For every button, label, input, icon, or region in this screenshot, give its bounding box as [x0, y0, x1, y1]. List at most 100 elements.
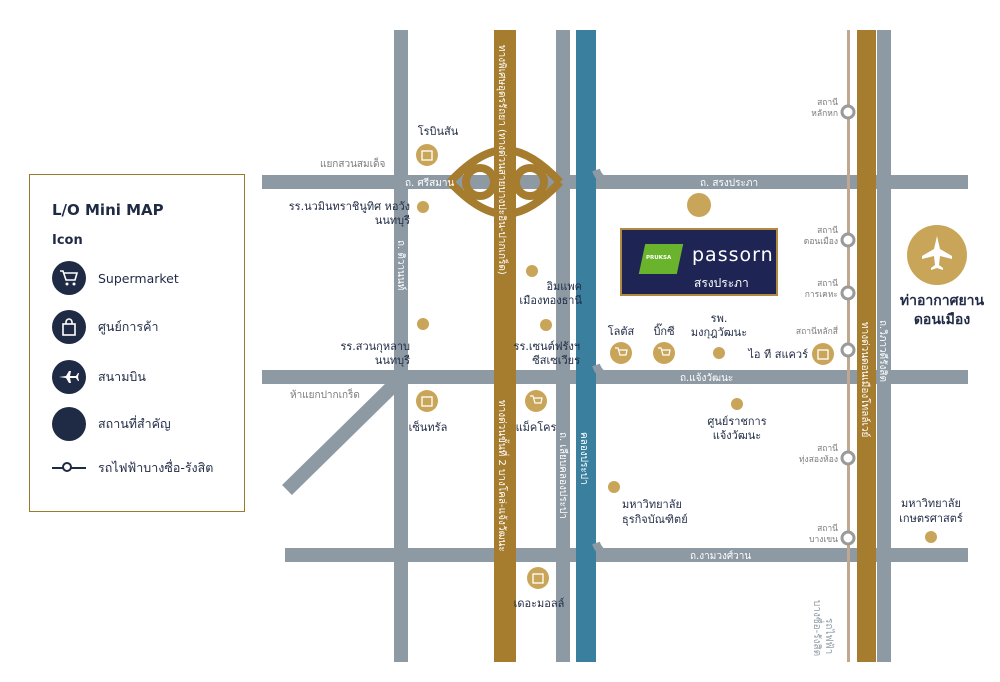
- svg-text:โลตัส: โลตัส: [608, 324, 635, 338]
- legend-item-airport: สนามบิน: [52, 360, 146, 394]
- interchange: [447, 145, 563, 219]
- landmark-dot-icon: [925, 531, 937, 543]
- svg-text:โรบินสัน: โรบินสัน: [418, 124, 459, 138]
- road-vibhavadi: [877, 30, 891, 662]
- legend-item-rail: รถไฟฟ้าบางซื่อ-รังสิต: [52, 451, 213, 485]
- landmark-dot-icon: [526, 265, 538, 277]
- road-label-expressway1: ทางพิเศษอุดรรัถยา (ทางด่วนสายบางปะอิน-ปา…: [496, 45, 510, 275]
- svg-text:รพ.: รพ.: [711, 312, 728, 325]
- svg-text:ทุ่งสองห้อง: ทุ่งสองห้อง: [799, 454, 838, 465]
- road-label-tiwanon: ถ. ติวานนท์: [395, 240, 407, 290]
- project-location-pin: [687, 193, 711, 217]
- svg-text:รร.สวนกุหลาบ: รร.สวนกุหลาบ: [340, 340, 410, 353]
- place-markers: [416, 144, 967, 589]
- shopping-bag-icon: [416, 390, 438, 412]
- road-label-canal: คลองประปา: [578, 432, 589, 485]
- station-markers: [840, 104, 856, 546]
- svg-text:ไอ ที สแควร์: ไอ ที สแควร์: [747, 348, 808, 361]
- station-lak-si: [840, 342, 856, 358]
- station-bang-khen: [840, 530, 856, 546]
- svg-text:สถานี: สถานี: [817, 523, 838, 534]
- airport-label: ท่าอากาศยาน ดอนเมือง: [899, 293, 985, 328]
- svg-text:เกษตรศาสตร์: เกษตรศาสตร์: [899, 512, 963, 525]
- junction-suan-somdet: แยกสวนสมเด็จ: [320, 156, 386, 170]
- expressway-udon-ratthaya: [494, 30, 516, 662]
- rail-label-2: บางซื่อ-รังสิต: [811, 600, 825, 656]
- station-don-mueang: [840, 232, 856, 248]
- station-thung-song-hong: [840, 450, 856, 466]
- place-labels: โรบินสัน รร.นวมินทราชินูทิศ หอวัง นนทบุร…: [289, 124, 963, 610]
- road-label-leab-khlong: ถ. เลียบคลองประปา: [557, 432, 569, 519]
- road-label-expressway2: ทางด่วนขั้นที่ 2 บางโคล่-แจ้งวัฒนะ: [496, 400, 510, 552]
- svg-text:แจ้งวัฒนะ: แจ้งวัฒนะ: [713, 429, 761, 442]
- station-labels: สถานี หลักหก สถานี ดอนเมือง สถานี การเคห…: [796, 97, 839, 545]
- station-lak-hok: [840, 104, 856, 120]
- landmark-dot-icon: [608, 481, 620, 493]
- svg-text:สถานี: สถานี: [817, 278, 838, 289]
- shopping-bag-icon: [812, 343, 834, 365]
- svg-text:ซีสเซเวียร: ซีสเซเวียร: [532, 354, 580, 367]
- road-sri-saman: [262, 175, 968, 189]
- legend-subtitle: Icon: [52, 233, 83, 248]
- shopping-cart-icon: [525, 390, 547, 412]
- svg-text:อิมแพค: อิมแพค: [546, 280, 582, 293]
- shopping-cart-icon: [653, 342, 675, 364]
- svg-text:มงกุฎวัฒนะ: มงกุฎวัฒนะ: [691, 326, 747, 339]
- svg-text:มหาวิทยาลัย: มหาวิทยาลัย: [622, 498, 682, 511]
- rail-line-icon: [52, 461, 86, 475]
- landmark-dot-icon: [540, 319, 552, 331]
- legend-title: L/O Mini MAP: [52, 201, 164, 219]
- svg-text:บางเขน: บางเขน: [809, 535, 838, 545]
- svg-text:ดอนเมือง: ดอนเมือง: [804, 236, 838, 247]
- project-name: passorn: [692, 244, 774, 266]
- station-kan-kheha: [840, 285, 856, 301]
- legend-panel: L/O Mini MAP Icon Supermarket ศูนย์การค้…: [29, 174, 245, 512]
- project-badge: PRUKSA passorn สรงประภา: [620, 228, 778, 296]
- airplane-icon: [52, 360, 86, 394]
- svg-text:เดอะมอลล์: เดอะมอลล์: [514, 597, 565, 610]
- road-label-vibhavadi: ถ.วิภาวดีรังสิต: [877, 320, 889, 382]
- svg-text:รร.นวมินทราชินูทิศ หอวัง: รร.นวมินทราชินูทิศ หอวัง: [289, 200, 410, 213]
- svg-text:สถานีหลักสี่: สถานีหลักสี่: [796, 325, 839, 337]
- svg-text:รร.เซนต์ฟรังฯ: รร.เซนต์ฟรังฯ: [514, 340, 580, 353]
- svg-text:มหาวิทยาลัย: มหาวิทยาลัย: [901, 497, 961, 510]
- landmark-dot-icon: [417, 318, 429, 330]
- svg-text:แม็คโคร: แม็คโคร: [516, 420, 557, 434]
- road-chaengwattana: [262, 370, 968, 384]
- svg-text:นนทบุรี: นนทบุรี: [375, 354, 410, 367]
- rail-label-1: รถไฟฟ้า: [823, 618, 835, 654]
- shopping-cart-icon: [610, 342, 632, 364]
- landmark-dot-icon: [417, 201, 429, 213]
- road-ngamwongwan: [285, 548, 968, 562]
- shopping-bag-icon: [52, 310, 86, 344]
- landmark-dot-icon: [731, 398, 743, 410]
- svg-text:ธุรกิจบัณฑิตย์: ธุรกิจบัณฑิตย์: [622, 513, 688, 526]
- pruksa-logo-text: PRUKSA: [646, 255, 672, 261]
- svg-text:การเคหะ: การเคหะ: [805, 290, 838, 300]
- landmark-dot-icon: [52, 407, 86, 441]
- svg-text:เมืองทองธานี: เมืองทองธานี: [519, 294, 582, 307]
- road-tiwanon: [394, 30, 408, 662]
- road-label-tollway: ทางด่วนดอนเมืองโทลล์เวย์: [859, 322, 872, 437]
- legend-item-landmark: สถานที่สำคัญ: [52, 407, 171, 441]
- road-pak-kret-diagonal: [282, 372, 407, 495]
- road-label-chaengwattana: ถ.แจ้งวัฒนะ: [680, 372, 733, 384]
- shopping-cart-icon: [52, 261, 86, 295]
- canal-prapa: [576, 30, 596, 662]
- road-label-ngamwongwan: ถ.งามวงศ์วาน: [690, 550, 751, 562]
- svg-text:สถานี: สถานี: [817, 97, 838, 108]
- road-label-song-prapa: ถ. สรงประภา: [700, 178, 758, 189]
- junction-pak-kret: ห้าแยกปากเกร็ด: [290, 387, 360, 401]
- road-label-sri-saman: ถ. ศรีสมาน: [405, 177, 454, 189]
- shopping-bag-icon: [416, 144, 438, 166]
- svg-text:หลักหก: หลักหก: [811, 109, 838, 119]
- svg-text:สถานี: สถานี: [817, 443, 838, 454]
- legend-item-supermarket: Supermarket: [52, 261, 179, 295]
- landmark-dot-icon: [713, 347, 725, 359]
- svg-text:เซ็นทรัล: เซ็นทรัล: [409, 420, 448, 434]
- svg-text:ศูนย์ราชการ: ศูนย์ราชการ: [707, 415, 766, 428]
- shopping-bag-icon: [527, 567, 549, 589]
- svg-text:บิ๊กซี: บิ๊กซี: [653, 323, 675, 338]
- svg-text:นนทบุรี: นนทบุรี: [375, 214, 410, 227]
